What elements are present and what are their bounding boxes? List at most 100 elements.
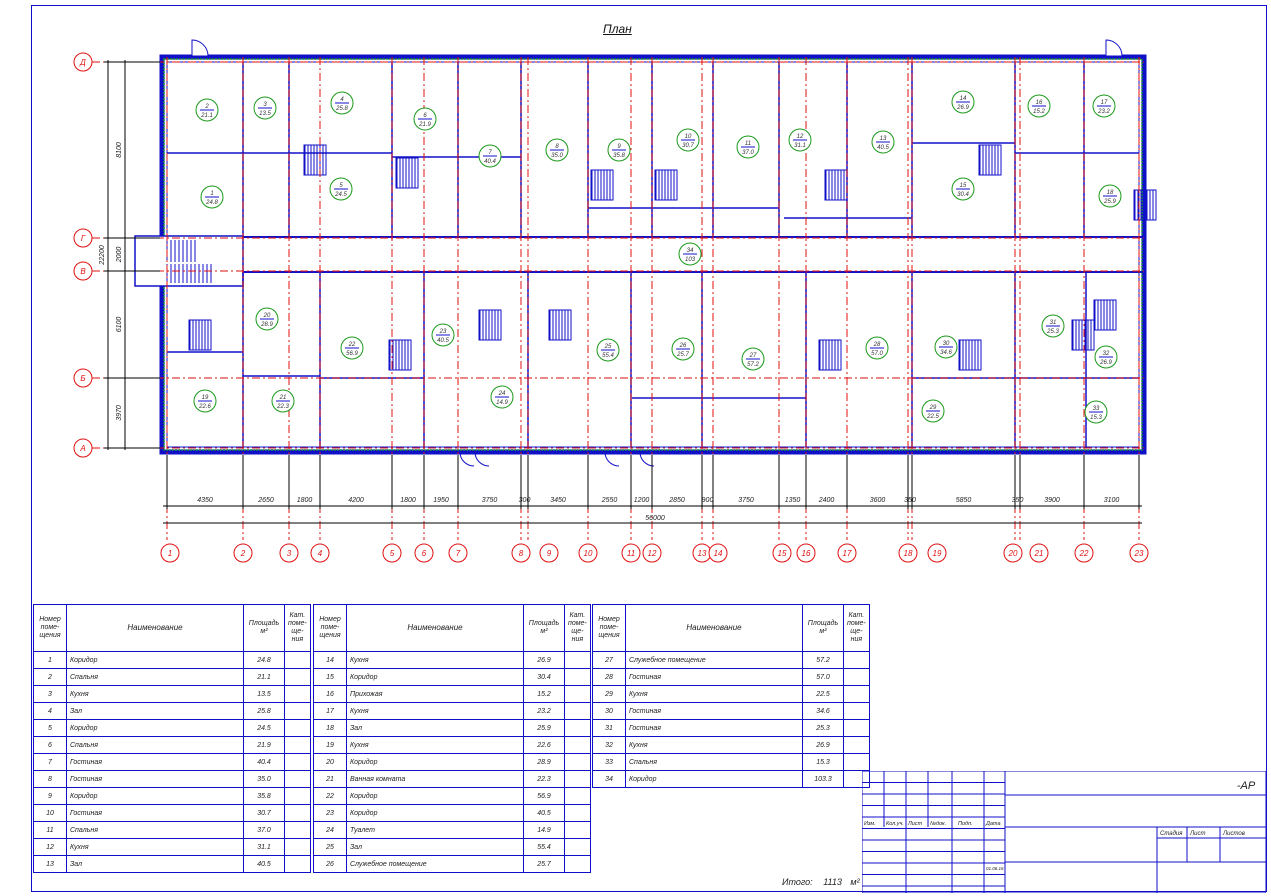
room-category xyxy=(843,753,870,771)
room-area: 30.4 xyxy=(523,668,565,686)
room-marker-area: 103 xyxy=(685,257,696,263)
title-block-label: Листов xyxy=(1222,831,1245,837)
axis-circle xyxy=(1029,543,1049,563)
entrance-door xyxy=(1105,39,1123,57)
room-name: Гостиная xyxy=(66,804,244,822)
room-area: 15.3 xyxy=(802,753,844,771)
room-marker-area: 57.0 xyxy=(871,351,883,357)
room-marker-number: 21 xyxy=(279,395,287,401)
room-area: 28.9 xyxy=(523,753,565,771)
room-area: 22.3 xyxy=(523,770,565,788)
room-area: 37.0 xyxy=(243,821,285,839)
room-marker-area: 14.9 xyxy=(496,400,508,406)
axis-label: Г xyxy=(81,234,86,243)
axis-circle xyxy=(837,543,857,563)
axis-marker: А xyxy=(73,438,93,458)
room-marker-number: 30 xyxy=(943,341,950,347)
dimension-text: 1800 xyxy=(297,497,313,504)
dimension-text: 3970 xyxy=(116,405,123,421)
room-marker-area: 26.9 xyxy=(1099,360,1112,366)
door-swing xyxy=(604,451,620,467)
stair xyxy=(303,144,327,176)
room-marker-number: 17 xyxy=(1101,100,1108,106)
stair xyxy=(1093,299,1117,331)
axis-marker: 2 xyxy=(233,543,253,563)
stair-outline xyxy=(1071,319,1095,351)
axis-marker: 15 xyxy=(772,543,792,563)
axis-marker: Д xyxy=(73,52,93,72)
axis-label: 11 xyxy=(627,549,635,558)
axis-circle xyxy=(448,543,468,563)
room-category xyxy=(843,685,870,703)
room-marker-area: 25.8 xyxy=(335,106,348,112)
room-category xyxy=(284,719,311,737)
room-number: 3 xyxy=(33,685,67,703)
title-block-label: Стадия xyxy=(1160,831,1183,837)
axis-circle xyxy=(279,543,299,563)
title-block-label: Лист xyxy=(907,821,923,827)
axis-circle xyxy=(642,543,662,563)
room-name: Коридор xyxy=(66,651,244,669)
header-category: Кат.поме-ще-ния xyxy=(843,604,870,652)
stair-outline xyxy=(478,309,502,341)
header-category: Кат.поме-ще-ния xyxy=(564,604,591,652)
room-category xyxy=(564,736,591,754)
room-number: 7 xyxy=(33,753,67,771)
stair xyxy=(188,319,212,351)
room-area: 30.7 xyxy=(243,804,285,822)
room-name: Гостиная xyxy=(66,753,244,771)
dimension-text: 3600 xyxy=(870,497,886,504)
room-marker-number: 26 xyxy=(679,343,687,349)
axis-marker: 10 xyxy=(578,543,598,563)
room-number: 29 xyxy=(592,685,626,703)
room-area: 34.6 xyxy=(802,702,844,720)
axis-marker: 1 xyxy=(160,543,180,563)
room-name: Ванная комната xyxy=(346,770,524,788)
axis-circle xyxy=(1129,543,1149,563)
dimension-text: 900 xyxy=(702,497,714,504)
room-area: 35.0 xyxy=(243,770,285,788)
inner-wall-line xyxy=(166,61,1140,448)
room-category xyxy=(564,668,591,686)
room-marker-number: 13 xyxy=(880,136,887,142)
stair-outline xyxy=(1093,299,1117,331)
room-category xyxy=(564,787,591,805)
axis-label: 3 xyxy=(287,549,292,558)
room-marker: 835.0 xyxy=(545,138,569,162)
stair-outline xyxy=(1133,189,1157,221)
room-marker: 935.8 xyxy=(607,138,631,162)
dimension-text: 1350 xyxy=(785,497,801,504)
room-name: Гостиная xyxy=(625,719,803,737)
axis-label: 16 xyxy=(802,549,811,558)
room-marker-number: 31 xyxy=(1050,320,1057,326)
room-marker-number: 25 xyxy=(604,344,612,350)
dimension-text: 1950 xyxy=(433,497,449,504)
dimension-text: 3900 xyxy=(1044,497,1060,504)
stair-outline xyxy=(818,339,842,371)
drawing-frame xyxy=(31,5,1267,892)
room-marker-number: 23 xyxy=(439,329,447,335)
axis-circle xyxy=(73,228,93,248)
room-marker-area: 25.9 xyxy=(1103,199,1116,205)
room-category xyxy=(843,668,870,686)
room-number: 12 xyxy=(33,838,67,856)
